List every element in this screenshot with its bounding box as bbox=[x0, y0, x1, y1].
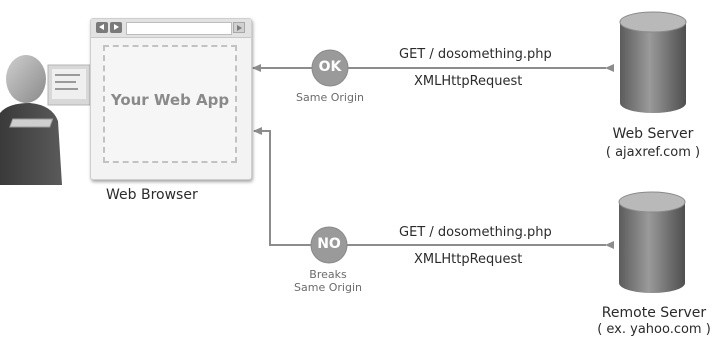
breaks-label: Breaks bbox=[309, 268, 347, 281]
same-origin-label: Same Origin bbox=[296, 91, 364, 104]
web-app-label: Your Web App bbox=[110, 91, 230, 109]
forward-arrow-icon[interactable] bbox=[110, 22, 122, 33]
web-server-name: Web Server bbox=[612, 126, 694, 142]
same-origin-request-type: XMLHttpRequest bbox=[414, 74, 523, 89]
ok-badge-icon bbox=[311, 49, 349, 87]
back-arrow-icon[interactable] bbox=[96, 22, 108, 33]
browser-window: Your Web App bbox=[90, 18, 252, 180]
no-badge-text: NO bbox=[317, 236, 341, 252]
web-server-host: ( ajaxref.com ) bbox=[605, 145, 701, 160]
remote-server-name: Remote Server bbox=[601, 305, 707, 321]
browser-caption: Web Browser bbox=[106, 187, 198, 203]
web-server-icon bbox=[619, 11, 687, 113]
ok-badge-text: OK bbox=[318, 59, 342, 75]
user-icon bbox=[0, 55, 91, 185]
cross-origin-request-line: GET / dosomething.php bbox=[399, 225, 552, 240]
no-badge-icon bbox=[310, 226, 348, 264]
remote-server-icon bbox=[618, 191, 686, 293]
browser-toolbar bbox=[91, 19, 251, 38]
breaks-same-origin-label: Same Origin bbox=[294, 281, 362, 294]
cross-origin-request-type: XMLHttpRequest bbox=[414, 252, 523, 267]
cross-origin-arrow bbox=[253, 127, 614, 249]
web-app-area: Your Web App bbox=[103, 45, 237, 163]
go-arrow-icon[interactable] bbox=[233, 22, 245, 33]
address-bar[interactable] bbox=[126, 22, 232, 35]
same-origin-request-line: GET / dosomething.php bbox=[399, 47, 552, 62]
remote-server-host: ( ex. yahoo.com ) bbox=[597, 322, 711, 337]
